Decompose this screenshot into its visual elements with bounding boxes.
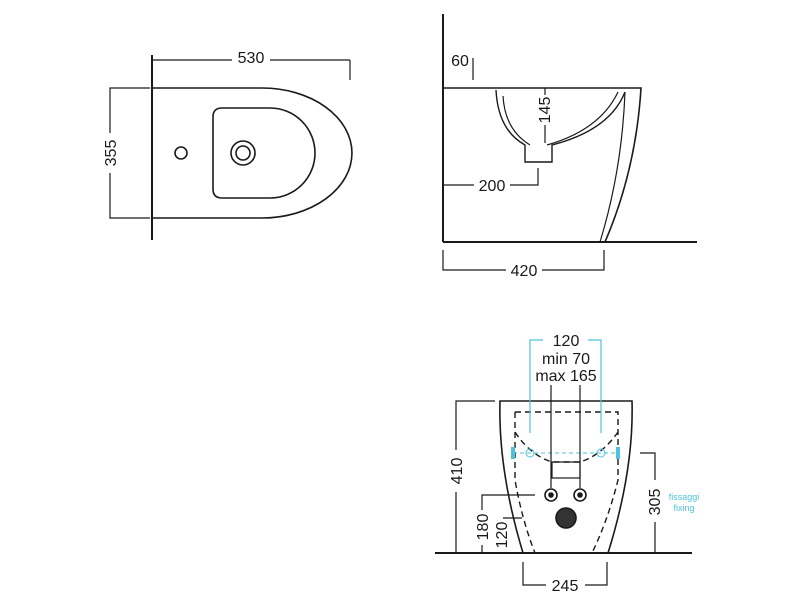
- fixing-label-en: fixing: [673, 503, 694, 513]
- dim-line-410: [455, 400, 495, 553]
- dim-line-305: [640, 452, 656, 553]
- depth-dimension-top: 355: [103, 140, 120, 167]
- water-supply-right-core: [577, 492, 583, 498]
- base-width-dimension: 245: [552, 578, 579, 595]
- bidet-front-hidden: [514, 411, 619, 554]
- drain-inner: [235, 145, 251, 161]
- bowl-depth-dimension: 145: [537, 97, 554, 124]
- bidet-profile: [443, 87, 642, 243]
- height-dimension: 410: [449, 458, 466, 485]
- water-supply-left-core: [548, 492, 554, 498]
- bidet-front-outline: [499, 400, 633, 554]
- bidet-outline-top: [152, 87, 353, 219]
- basin-outline-top: [212, 107, 316, 199]
- dim-line-355: [109, 87, 150, 219]
- supply-min: min 70: [542, 351, 590, 368]
- dim-line-180: [481, 494, 535, 553]
- width-dimension: 530: [238, 50, 265, 67]
- tap-spacing-dimension: 120: [553, 333, 580, 350]
- dim-line-245: [522, 562, 608, 586]
- drain-outer: [230, 140, 256, 166]
- fixing-point-right: [596, 448, 606, 458]
- drain-offset-dimension: 200: [479, 178, 506, 195]
- front-view: 120 min 70 max 165 410 180 120 305 fissa…: [435, 333, 699, 595]
- water-supply-right: [573, 488, 587, 502]
- drain-outlet: [551, 461, 581, 479]
- tap-spacing-line: [529, 339, 602, 433]
- supply-max: max 165: [535, 368, 596, 385]
- basin-profile-inner: [502, 91, 619, 146]
- fixing-point-left: [525, 448, 535, 458]
- dim-line-200: [443, 168, 539, 186]
- fixing-height-dimension: 305: [647, 489, 664, 516]
- fixing-bracket-right: [616, 447, 620, 459]
- top-view: 530 355: [103, 50, 353, 240]
- tap-hole: [174, 146, 188, 160]
- fixing-bracket-left: [511, 447, 515, 459]
- bidet-profile-inner: [599, 91, 626, 243]
- basin-profile: [495, 89, 626, 163]
- side-view: 60 145 200 420: [442, 14, 697, 280]
- water-supply-left: [544, 488, 558, 502]
- waste-outlet: [555, 507, 577, 529]
- depth-dimension-side: 420: [511, 263, 538, 280]
- rim-dimension: 60: [451, 53, 469, 70]
- fixing-label-it: fissaggi: [669, 492, 700, 502]
- drain-height-dimension: 120: [494, 522, 511, 549]
- dim-line-420: [442, 250, 605, 271]
- supply-height-dimension: 180: [475, 514, 492, 541]
